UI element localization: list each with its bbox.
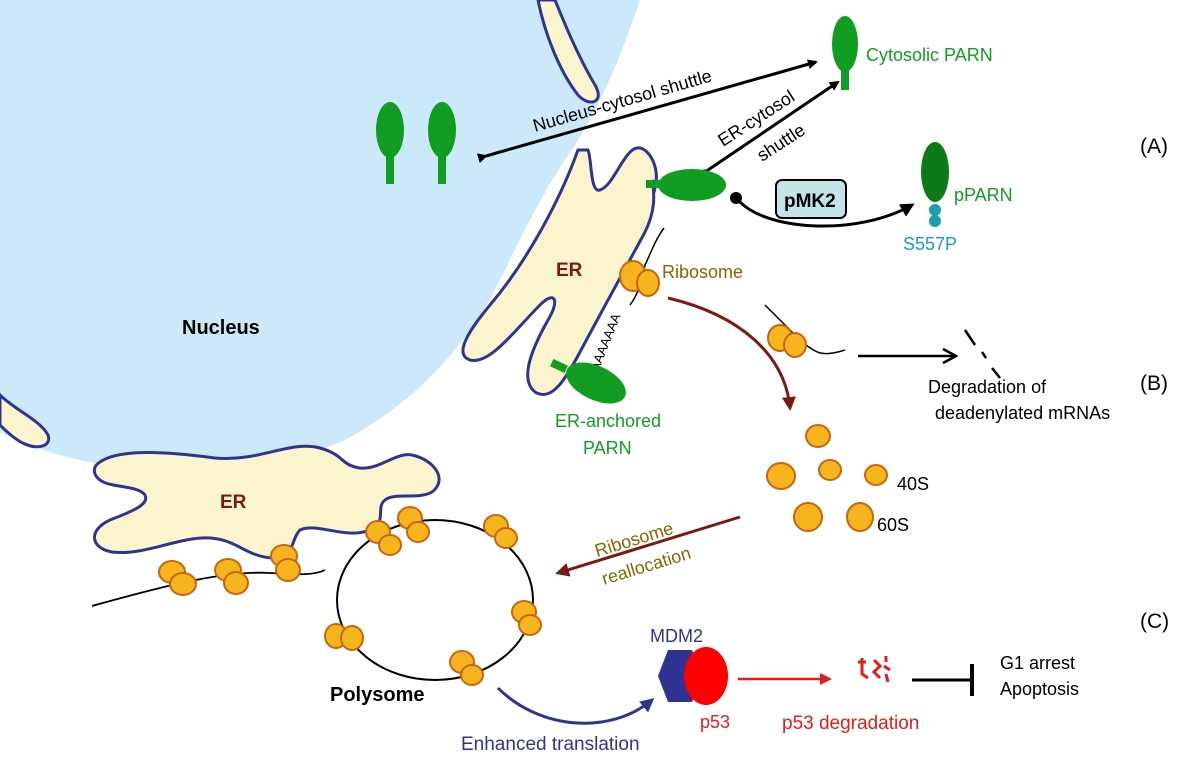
p53-icon: [684, 647, 728, 705]
panel-a-label: (A): [1140, 135, 1168, 158]
panel-c-label: (C): [1140, 610, 1169, 633]
ribosome-label: Ribosome: [662, 262, 743, 282]
ribosome-icon: [619, 260, 660, 297]
er-cytosol-shuttle-arrow: [698, 80, 840, 179]
nucleus-cytosol-shuttle-arrow: [476, 59, 818, 164]
cytosolic-parn-icon: [832, 16, 858, 90]
released-ribosome-icon: [767, 324, 807, 358]
mdm2-label: MDM2: [650, 626, 703, 646]
apoptosis-label: Apoptosis: [1000, 679, 1079, 699]
er-bottom: [92, 444, 441, 560]
free-ribosome-subunits: [766, 424, 888, 532]
er-anchored-label: ER-anchored: [555, 411, 661, 431]
polysome-ring: [336, 519, 534, 681]
pparn-label: pPARN: [954, 185, 1013, 205]
polysome-label: Polysome: [330, 684, 424, 706]
p53-degradation-label: p53 degradation: [782, 713, 919, 734]
ribosome-reallocation-arrow: [555, 515, 741, 577]
pparn-icon: [921, 142, 949, 227]
pmk2-label: pMK2: [784, 191, 836, 212]
subunit-60s-label: 60S: [877, 515, 909, 535]
degradation-line2: deadenylated mRNAs: [935, 403, 1110, 423]
p53-label: p53: [700, 712, 730, 732]
p53-fragments-icon: [858, 656, 891, 683]
er-parn-horizontal-icon: [646, 169, 726, 201]
enhanced-translation-label: Enhanced translation: [461, 734, 640, 755]
subunit-40s-label: 40S: [897, 474, 929, 494]
ribosome-release-arrow: [667, 296, 796, 411]
s557p-label: S557P: [903, 234, 957, 254]
pmk2-arrow: [738, 200, 915, 228]
degraded-fragments: [963, 329, 1001, 379]
degradation-line1: Degradation of: [928, 377, 1047, 397]
er-anchored-parn-label: PARN: [583, 438, 632, 458]
pmk2-origin-dot: [730, 192, 742, 204]
enhanced-translation-arrow: [496, 686, 655, 725]
polysome-ribosomes: [324, 506, 542, 686]
nuclear-parn-icon: [376, 102, 456, 184]
pmk2-box: [775, 179, 847, 219]
er-bottom-label: ER: [220, 492, 247, 513]
er-top-label: ER: [556, 260, 583, 281]
g1-arrest-label: G1 arrest: [1000, 653, 1075, 673]
er-left-fragment: [0, 392, 51, 449]
er-bound-ribosomes: [158, 544, 301, 596]
panel-b-label: (B): [1140, 372, 1168, 395]
mrna-strand: [629, 227, 665, 306]
er-anchored-parn-icon: [550, 358, 626, 404]
er-bound-mrna: [91, 569, 326, 607]
cytosolic-parn-label: Cytosolic PARN: [866, 45, 993, 65]
nucleus-label: Nucleus: [182, 317, 260, 339]
